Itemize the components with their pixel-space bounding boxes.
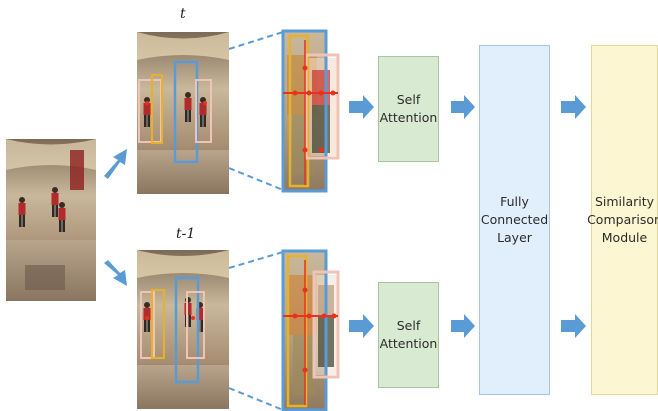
zoom-lines-bottom xyxy=(228,251,284,411)
zoomed-crop-top xyxy=(281,29,340,193)
arrow-fc-to-similarity-top-icon xyxy=(561,95,586,119)
arrow-crop-top-to-attention-icon xyxy=(349,95,374,119)
self-attention-top-label: Self Attention xyxy=(379,91,438,125)
arrow-attention-top-to-fc-icon xyxy=(451,95,475,119)
input-scene-image xyxy=(6,139,96,301)
arrow-to-frame-t1-icon xyxy=(104,260,127,286)
fully-connected-layer-block: Fully Connected Layer xyxy=(479,45,550,395)
arrow-attention-bottom-to-fc-icon xyxy=(451,314,475,338)
fully-connected-label: Fully Connected Layer xyxy=(480,193,549,246)
self-attention-block-top: Self Attention xyxy=(378,56,439,162)
similarity-comparison-block: Similarity Comparison Module xyxy=(587,45,658,395)
frame-t1-image xyxy=(137,250,229,409)
frame-t-label: t xyxy=(180,6,186,22)
zoomed-crop-bottom xyxy=(281,249,340,411)
zoom-lines-top xyxy=(228,31,284,191)
arrow-fc-to-similarity-bottom-icon xyxy=(561,314,586,338)
self-attention-bottom-label: Self Attention xyxy=(379,317,438,351)
frame-t1-label: t-1 xyxy=(176,226,196,242)
self-attention-block-bottom: Self Attention xyxy=(378,282,439,388)
arrow-crop-bottom-to-attention-icon xyxy=(349,314,374,338)
arrow-to-frame-t-icon xyxy=(104,149,127,179)
frame-t-image xyxy=(137,32,229,194)
similarity-comparison-label: Similarity Comparison Module xyxy=(587,193,658,246)
